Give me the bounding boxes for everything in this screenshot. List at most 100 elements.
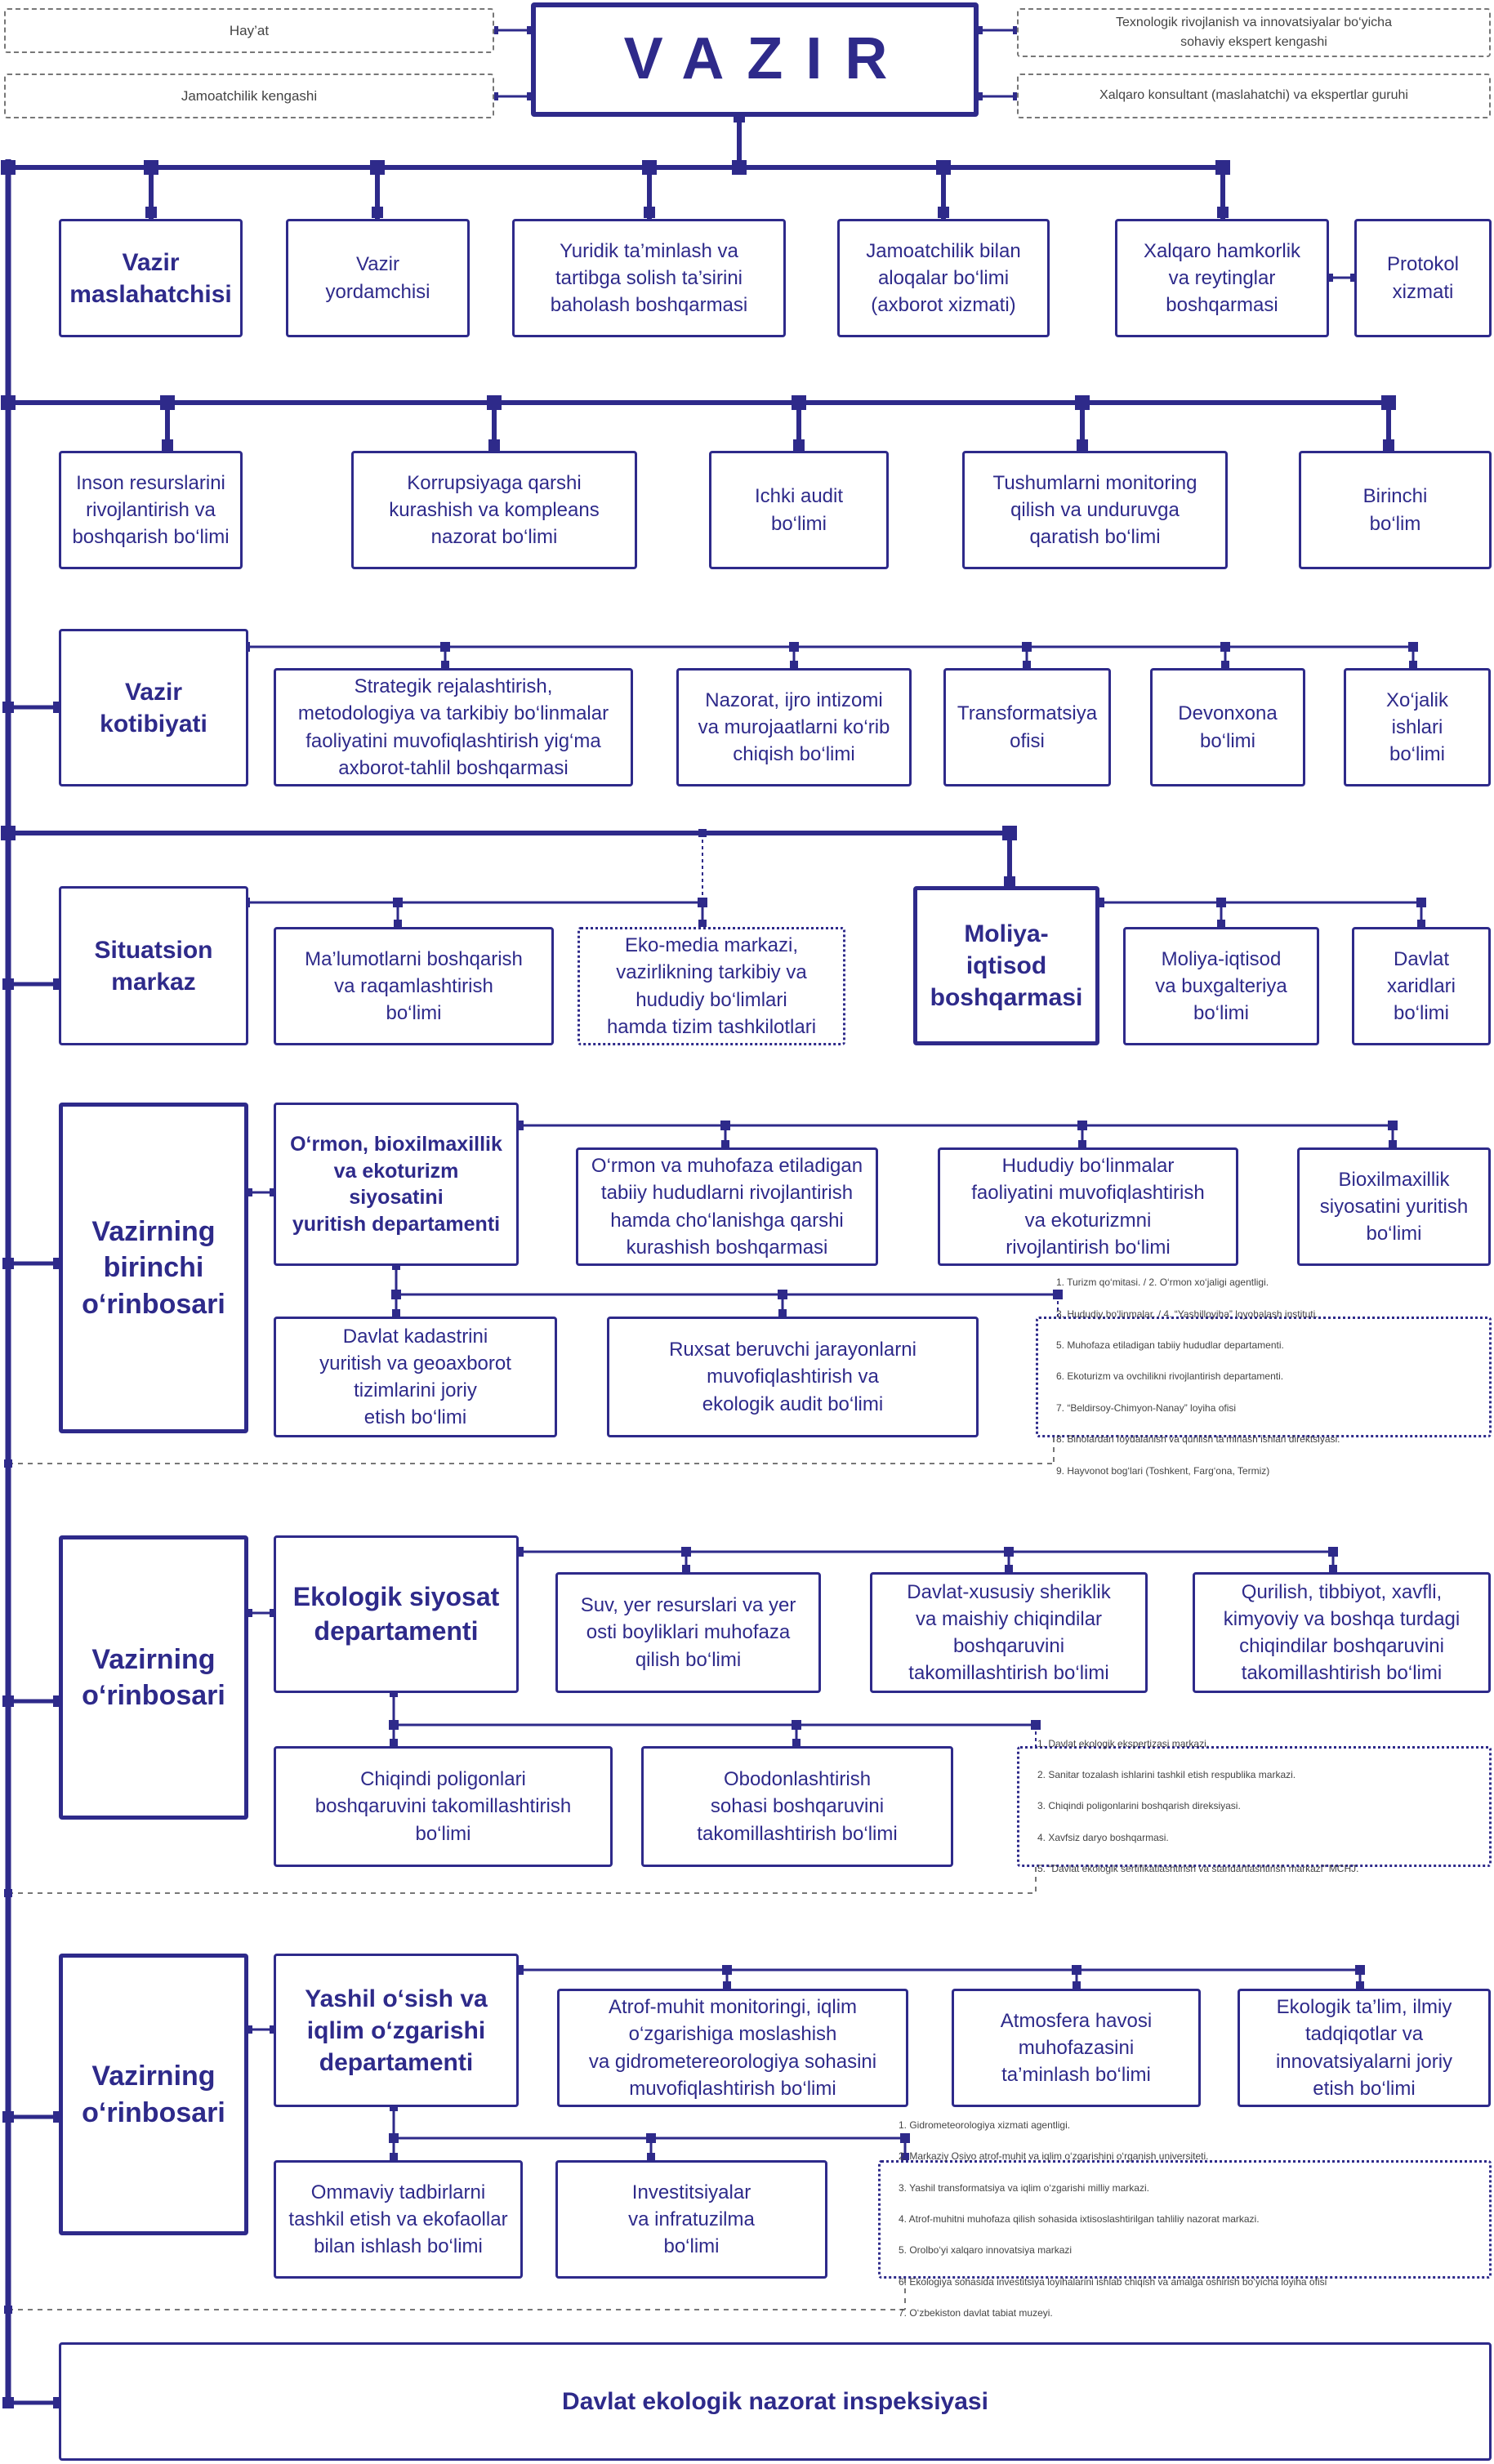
first-deputy-unit-label: O‘rmon va muhofaza etiladigan tabiiy hud…: [591, 1155, 863, 1259]
subordinate-item: 8. Binolardan foydalanish va qurilish ta…: [1056, 1433, 1340, 1446]
first-deputy-subordinates: 1. Turizm qo‘mitasi. / 2. O‘rmon xo‘jali…: [1036, 1277, 1492, 1477]
deputy-ecology-head: Vazirning o‘rinbosari: [59, 1535, 248, 1820]
connector-node: [1356, 1981, 1364, 1989]
green-unit-label: Atmosfera havosi muhofazasini ta’minlash…: [1000, 2009, 1153, 2087]
connector-node: [1217, 920, 1225, 928]
green-subordinates: 1. Gidrometeorologiya xizmati agentligi.…: [878, 2119, 1492, 2319]
secretariat-item: Strategik rejalashtirish, metodologiya v…: [274, 668, 633, 786]
anticorruption-box: Korrupsiyaga qarshi kurashish va komplea…: [351, 451, 637, 569]
subordinate-item: 7. O‘zbekiston davlat tabiat muzeyi.: [899, 2307, 1053, 2319]
subordinate-item: 5. Orolbo‘yi xalqaro innovatsiya markazi: [899, 2244, 1073, 2257]
council-intl-consultants-label: Xalqaro konsultant (maslahatchi) va eksp…: [1099, 88, 1408, 103]
connector-node: [2, 2397, 14, 2408]
assistant-box: Vazir yordamchisi: [286, 219, 470, 337]
connector-node: [490, 26, 498, 34]
legal-box: Yuridik ta’minlash va tartibga solish ta…: [512, 219, 786, 337]
subordinate-item: 2. Sanitar tozalash ishlarini tashkil et…: [1037, 1769, 1296, 1781]
ecology-unit-label: Qurilish, tibbiyot, xavfli, kimyoviy va …: [1223, 1580, 1461, 1685]
ecology-unit: Chiqindi poligonlari boshqaruvini takomi…: [274, 1746, 613, 1867]
connector-node: [974, 92, 983, 100]
ecology-department: Ekologik siyosat departamenti: [274, 1535, 519, 1693]
connector-node: [1078, 1140, 1086, 1148]
internal-audit-label: Ichki audit bo‘limi: [754, 485, 844, 535]
connector-node: [1329, 1565, 1337, 1573]
protocol-box: Protokol xizmati: [1354, 219, 1492, 337]
secretariat-item-label: Transformatsiya ofisi: [957, 702, 1098, 752]
ecology-unit: Suv, yer resurslari va yer osti boylikla…: [555, 1572, 821, 1693]
first-deputy-unit: Hududiy bo‘linmalar faoliyatini muvofiql…: [938, 1147, 1238, 1266]
public-relations-box: Jamoatchilik bilan aloqalar bo‘limi (axb…: [837, 219, 1050, 337]
council-hayat: Hay’at: [4, 8, 494, 53]
connector-node: [394, 920, 402, 928]
connector-node: [390, 2153, 398, 2161]
subordinate-item: 3. Hududiy bo‘linmalar. / 4. “Yashilloyi…: [1056, 1308, 1318, 1320]
first-deputy-head: Vazirning birinchi o‘rinbosari: [59, 1103, 248, 1433]
subordinate-item: 5. Muhofaza etiladigan tabiiy hududlar d…: [1056, 1339, 1284, 1352]
ecology-unit-label: Suv, yer resurslari va yer osti boylikla…: [580, 1594, 796, 1671]
first-deputy-unit: Davlat kadastrini yuritish va geoaxborot…: [274, 1317, 557, 1437]
connector-node: [1325, 274, 1333, 282]
connector-node: [392, 1262, 400, 1270]
connector-node: [4, 2306, 12, 2314]
situation-center-head-label: Situatsion markaz: [94, 936, 213, 996]
situation-item-label: Ma’lumotlarni boshqarish va raqamlashtir…: [305, 947, 523, 1025]
green-unit: Ommaviy tadbirlarni tashkil etish va eko…: [274, 2160, 523, 2279]
connector-node: [1217, 207, 1229, 218]
secretariat-item-label: Nazorat, ijro intizomi va murojaatlarni …: [698, 688, 890, 766]
subordinate-item: 4. Xavfsiz daryo boshqarmasi.: [1037, 1831, 1169, 1843]
ecology-unit-label: Obodonlashtirish sohasi boshqaruvini tak…: [697, 1768, 898, 1845]
advisor-box: Vazir maslahatchisi: [59, 219, 243, 337]
connector-node: [1221, 661, 1229, 669]
first-deputy-unit: O‘rmon va muhofaza etiladigan tabiiy hud…: [576, 1147, 878, 1266]
connector-node: [441, 661, 449, 669]
advisor-label: Vazir maslahatchisi: [69, 248, 232, 308]
green-unit: Investitsiyalar va infratuzilma bo‘limi: [555, 2160, 827, 2279]
first-deputy-head-label: Vazirning birinchi o‘rinbosari: [82, 1216, 225, 1320]
finance-item-label: Moliya-iqtisod va buxgalteriya bo‘limi: [1155, 947, 1287, 1025]
first-deputy-unit-label: Davlat kadastrini yuritish va geoaxborot…: [319, 1325, 511, 1429]
subordinate-item: 1. Gidrometeorologiya xizmati agentligi.: [899, 2119, 1071, 2131]
first-department-label: Birinchi bo‘lim: [1362, 485, 1428, 535]
green-unit-label: Ekologik ta’lim, ilmiy tadqiqotlar va in…: [1275, 1996, 1453, 2100]
connector-node: [1, 395, 16, 410]
council-intl-consultants: Xalqaro konsultant (maslahatchi) va eksp…: [1017, 74, 1491, 118]
subordinate-item: 1. Turizm qo‘mitasi. / 2. O‘rmon xo‘jali…: [1056, 1277, 1269, 1289]
connector-node: [1005, 1565, 1013, 1573]
first-deputy-department: O‘rmon, bioxilmaxillik va ekoturizm siyo…: [274, 1103, 519, 1266]
secretariat-item: Transformatsiya ofisi: [943, 668, 1111, 786]
internal-audit-box: Ichki audit bo‘limi: [709, 451, 889, 569]
council-hayat-label: Hay’at: [229, 22, 270, 38]
secretariat-head-label: Vazir kotibiyati: [100, 678, 207, 737]
connector-node: [792, 1739, 801, 1747]
ecology-subordinates: 1. Davlat ekologik ekspertizasi markazi.…: [1017, 1738, 1492, 1874]
connector-node: [1077, 439, 1088, 451]
connector-node: [162, 439, 173, 451]
subordinate-item: 6. Ekologiya sohasida investitsiya loyih…: [899, 2275, 1327, 2288]
first-deputy-unit-label: Ruxsat beruvchi jarayonlarni muvofiqlash…: [669, 1339, 916, 1415]
connector-node: [1, 160, 16, 175]
connector-node: [4, 1459, 12, 1468]
hr-box: Inson resurslarini rivojlantirish va bos…: [59, 451, 243, 569]
situation-item-eco-media: Eko-media markazi, vazirlikning tarkibiy…: [578, 927, 845, 1045]
finance-head-label: Moliya-iqtisod boshqarmasi: [930, 920, 1083, 1011]
connector-node: [244, 1188, 252, 1196]
anticorruption-label: Korrupsiyaga qarshi kurashish va komplea…: [389, 471, 600, 549]
connector-node: [390, 1739, 398, 1747]
secretariat-item-label: Devonxona bo‘limi: [1178, 702, 1278, 752]
connector-node: [1004, 876, 1015, 888]
connector-node: [1, 826, 16, 840]
inspection-box: Davlat ekologik nazorat inspeksiyasi: [59, 2342, 1492, 2461]
ecology-department-label: Ekologik siyosat departamenti: [292, 1581, 500, 1646]
connector-node: [682, 1565, 690, 1573]
council-public: Jamoatchilik kengashi: [4, 74, 494, 118]
ecology-unit: Davlat-xususiy sheriklik va maishiy chiq…: [870, 1572, 1148, 1693]
connector-node: [790, 661, 798, 669]
connector-node: [372, 207, 383, 218]
connector-node: [392, 1309, 400, 1317]
green-unit: Ekologik ta’lim, ilmiy tadqiqotlar va in…: [1238, 1989, 1491, 2107]
finance-item: Moliya-iqtisod va buxgalteriya bo‘limi: [1123, 927, 1319, 1045]
connector-node: [1389, 1140, 1397, 1148]
connector-node: [244, 1609, 252, 1617]
connector-node: [4, 1889, 12, 1897]
first-deputy-department-label: O‘rmon, bioxilmaxillik va ekoturizm siyo…: [290, 1133, 502, 1236]
